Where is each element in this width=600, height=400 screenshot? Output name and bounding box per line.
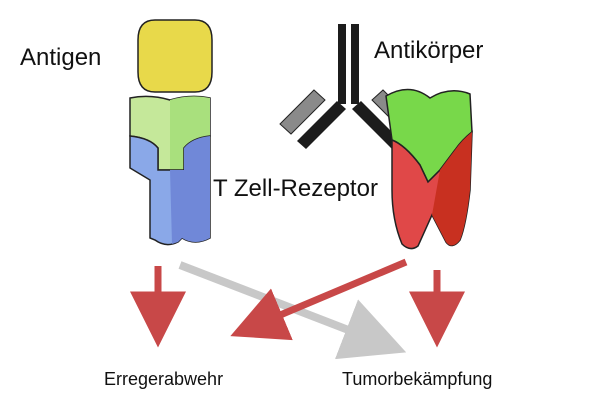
pathogen-defense-label: Erregerabwehr — [104, 369, 224, 389]
antigen-label: Antigen — [20, 44, 102, 71]
antigen-lower-shade — [170, 136, 210, 244]
antibody-light-left — [279, 89, 326, 135]
antibody-label: Antikörper — [374, 37, 484, 64]
receptor-bottom-shade — [432, 132, 472, 246]
t-cell-receptor-label: T Zell-Rezeptor — [213, 175, 378, 202]
t-cell-receptor-shape — [385, 88, 473, 250]
antigen-mid-shade — [170, 96, 210, 170]
antibody-arm-right — [352, 101, 401, 149]
antibody-stem-left — [338, 24, 346, 104]
arrows — [130, 258, 465, 360]
tumor-defense-label: Tumorbekämpfung — [342, 369, 493, 389]
antigen-head — [137, 19, 213, 93]
antibody-stem-right — [351, 24, 359, 104]
arrow-receptor-to-defense — [230, 258, 408, 341]
antibody-arm-left — [297, 101, 346, 149]
antigen-shape — [129, 19, 213, 246]
